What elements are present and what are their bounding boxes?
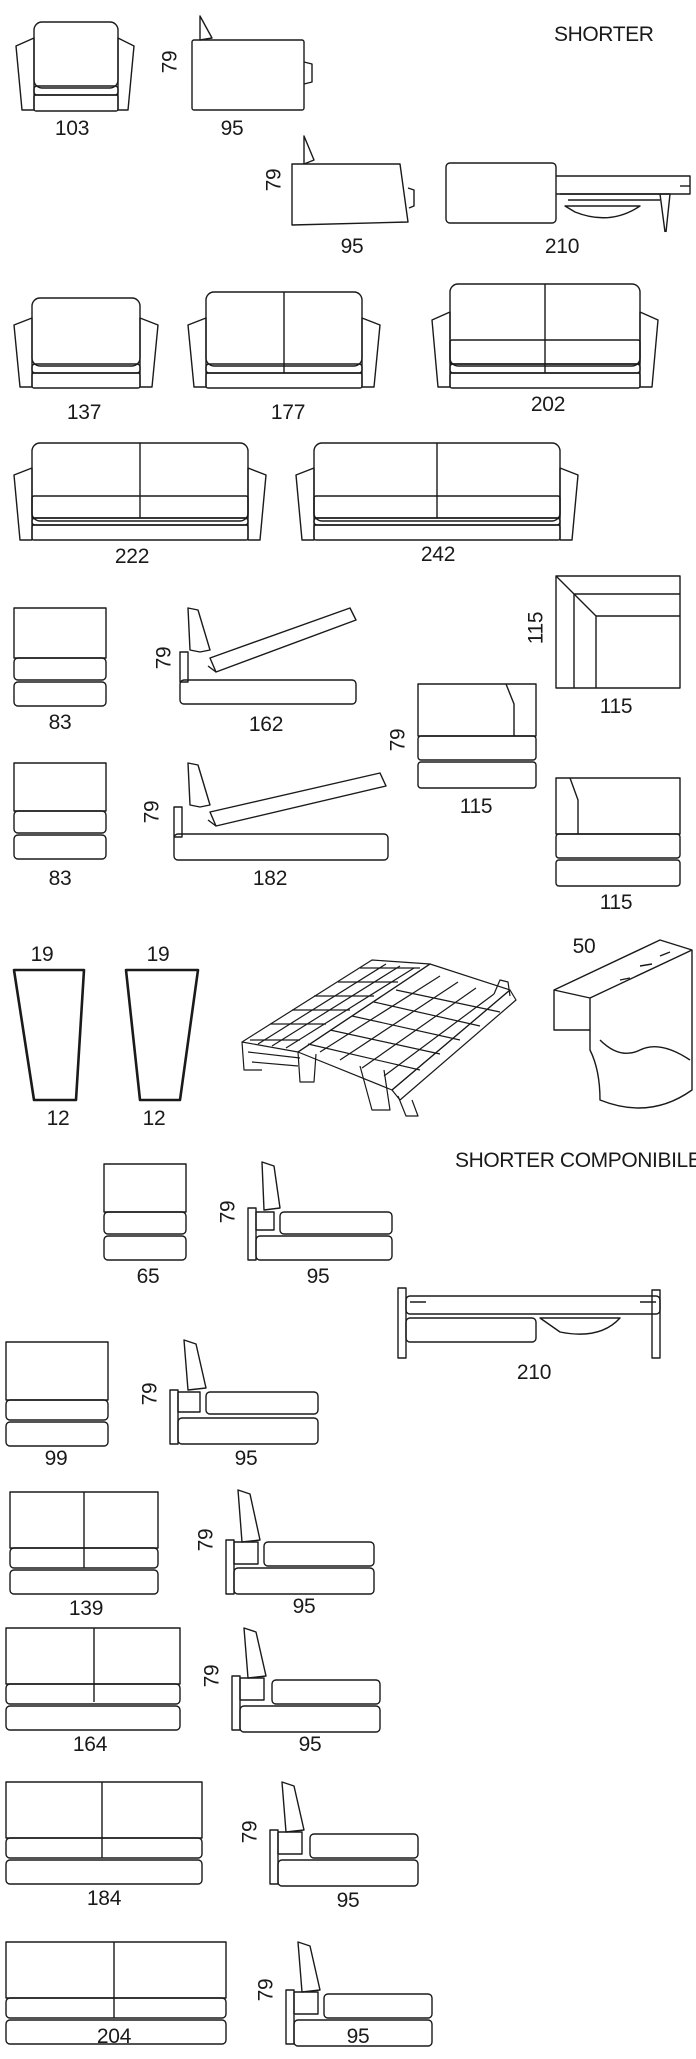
dimension-label: 184 — [86, 1887, 122, 1910]
dimension-label: 222 — [114, 545, 150, 568]
dimension-label: 79 — [200, 1664, 224, 1688]
mattress-50-drawing — [554, 940, 692, 1108]
bed-mechanism-drawing — [242, 960, 516, 1116]
module-184-drawing — [6, 1782, 202, 1884]
dimension-label: 242 — [420, 543, 456, 566]
dimension-label: 162 — [248, 713, 284, 736]
module-204-drawing — [6, 1942, 226, 2044]
dimension-label: 139 — [68, 1597, 104, 1620]
dimension-label: 177 — [270, 401, 306, 424]
dimension-label: 164 — [72, 1733, 108, 1756]
sofa-222-drawing — [14, 443, 266, 540]
dimension-label: 95 — [336, 1889, 360, 1912]
armchair-front-drawing — [16, 22, 134, 111]
dimension-label: 95 — [346, 2025, 370, 2048]
dimension-label: 103 — [54, 117, 90, 140]
dimension-label: 210 — [516, 1361, 552, 1384]
section-title-componibile: SHORTER COMPONIBILE — [455, 1149, 696, 1172]
dimension-label: 83 — [48, 711, 72, 734]
dimension-label: 95 — [234, 1447, 258, 1470]
dimension-label: 137 — [66, 401, 102, 424]
dimension-label: 79 — [254, 1978, 278, 2002]
dimension-label: 95 — [292, 1595, 316, 1618]
dimension-label: 79 — [238, 1820, 262, 1844]
dimension-label: 79 — [138, 1382, 162, 1406]
dimension-label: 12 — [142, 1107, 166, 1130]
dimension-label: 79 — [262, 168, 286, 192]
sofa-137-drawing — [14, 298, 158, 388]
dimension-label: 79 — [216, 1200, 240, 1224]
module-139-side-drawing — [226, 1490, 374, 1594]
componibile-bed-open-drawing — [398, 1288, 660, 1358]
module-184-side-drawing — [270, 1782, 418, 1886]
dimension-label: 115 — [599, 695, 633, 718]
chaise-162-drawing — [180, 608, 356, 704]
dimension-label: 79 — [152, 646, 176, 670]
chaise-182-drawing — [174, 763, 388, 860]
dimension-label: 19 — [30, 943, 54, 966]
dimension-label: 79 — [158, 50, 182, 74]
sofa-202-drawing — [432, 284, 658, 388]
dimension-label: 204 — [96, 2025, 132, 2048]
sofa-177-drawing — [188, 292, 380, 388]
dimension-label: 95 — [306, 1265, 330, 1288]
dimension-label: 115 — [459, 795, 493, 818]
dimension-label: 83 — [48, 867, 72, 890]
corner-115-drawing — [556, 576, 680, 688]
dimension-label: 79 — [140, 800, 164, 824]
dimension-label: 115 — [524, 611, 548, 645]
module-65-drawing — [104, 1164, 186, 1260]
dimension-label: 50 — [572, 935, 596, 958]
dimension-label: 95 — [298, 1733, 322, 1756]
end-115-drawing — [418, 684, 536, 788]
armchair-side-drawing — [192, 16, 312, 110]
dimension-label: 12 — [46, 1107, 70, 1130]
dimension-label: 95 — [220, 117, 244, 140]
sofabed-side-open-drawing — [446, 163, 690, 232]
dimension-label: 65 — [136, 1265, 160, 1288]
dimension-label: 182 — [252, 867, 288, 890]
seat-83b-drawing — [14, 763, 106, 859]
module-65-side-drawing — [248, 1162, 392, 1260]
seat-83a-drawing — [14, 608, 106, 706]
sofabed-side-closed-drawing — [292, 136, 414, 225]
module-139-drawing — [10, 1492, 158, 1594]
foot-a-drawing — [14, 970, 84, 1100]
dimension-label: 79 — [194, 1528, 218, 1552]
module-99-drawing — [6, 1342, 108, 1446]
dimension-label: 19 — [146, 943, 170, 966]
dimension-label: 115 — [599, 891, 633, 914]
dimension-label: 79 — [386, 728, 410, 752]
module-99-side-drawing — [170, 1340, 318, 1444]
terminal-115-drawing — [556, 778, 680, 886]
module-164-drawing — [6, 1628, 180, 1730]
dimension-label: 210 — [544, 235, 580, 258]
sofa-242-drawing — [296, 443, 578, 540]
module-164-side-drawing — [232, 1628, 380, 1732]
foot-b-drawing — [126, 970, 198, 1100]
dimension-label: 95 — [340, 235, 364, 258]
dimension-label: 202 — [530, 393, 566, 416]
dimension-label: 99 — [44, 1447, 68, 1470]
module-204-side-drawing — [286, 1942, 432, 2046]
section-title-shorter: SHORTER — [554, 23, 654, 46]
